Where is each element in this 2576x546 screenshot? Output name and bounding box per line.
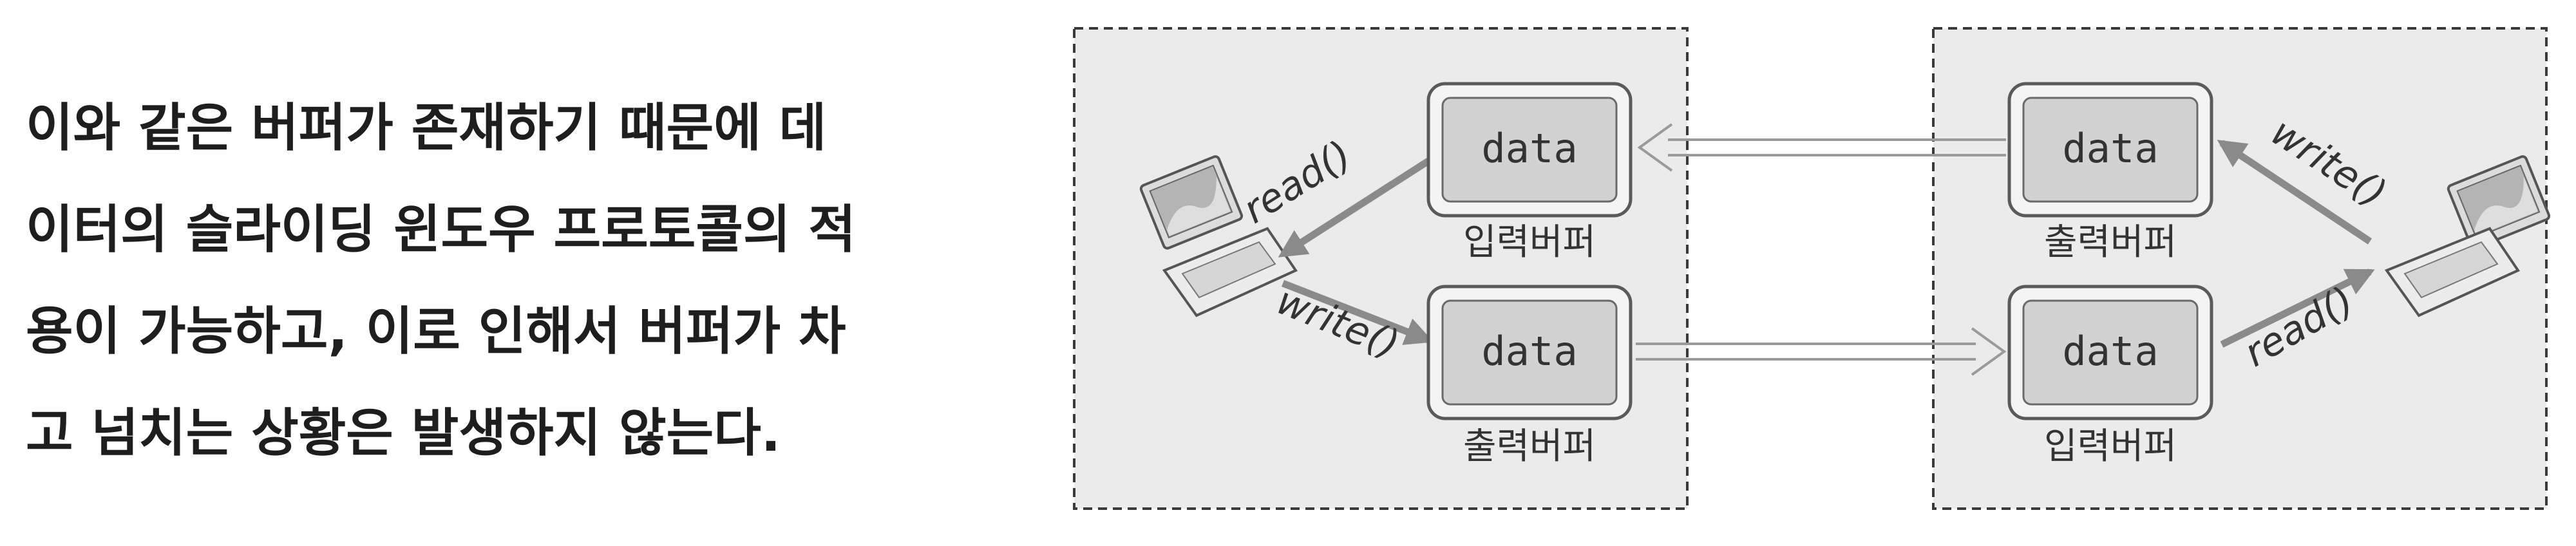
right-output-buffer-label: 출력버퍼	[2044, 221, 2177, 263]
left-input-buffer: data	[1428, 84, 1631, 216]
buffer-content: data	[2062, 328, 2158, 375]
left-input-buffer-label: 입력버퍼	[1463, 221, 1596, 263]
right-input-buffer-label: 입력버퍼	[2044, 426, 2177, 467]
right-output-buffer: data	[2009, 84, 2211, 216]
left-output-buffer: data	[1428, 287, 1631, 419]
right-input-buffer: data	[2009, 287, 2211, 419]
buffer-content: data	[1481, 125, 1577, 172]
left-output-buffer-label: 출력버퍼	[1463, 426, 1596, 467]
buffer-content: data	[1481, 328, 1577, 375]
buffer-content: data	[2062, 125, 2158, 172]
